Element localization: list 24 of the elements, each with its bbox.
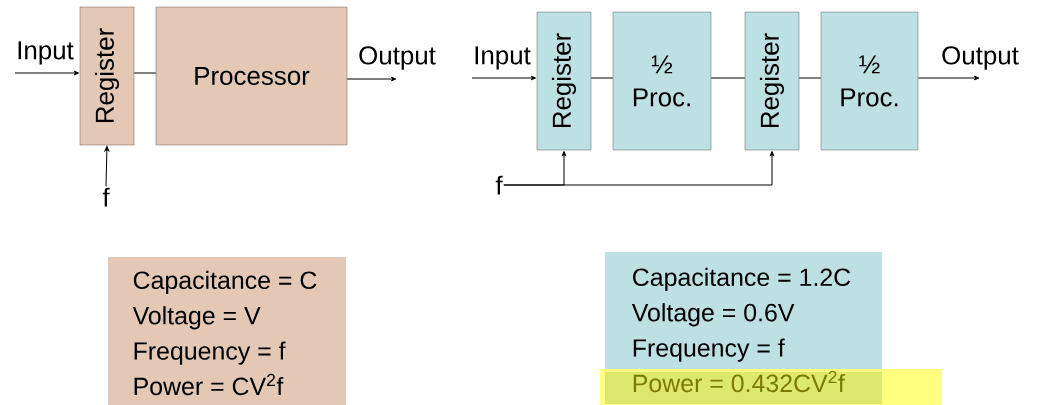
connector	[917, 75, 980, 81]
connector	[104, 145, 110, 187]
connector	[471, 75, 537, 81]
processor-box: Processor	[155, 6, 348, 146]
parameter-box: Capacitance = 1.2C Voltage = 0.6V Frequency = f Power = 0.432CV$^{2}$f	[600, 252, 942, 405]
register-box: Register	[744, 11, 800, 151]
processor-box: ½ Proc.	[612, 11, 712, 151]
connector	[710, 77, 746, 79]
signal-label: f	[495, 175, 503, 195]
parameter-box: Capacitance = C Voltage = V Frequency = f Power = CV$^{2}$f	[108, 257, 346, 405]
signal-label: Input	[475, 46, 531, 70]
connector	[14, 70, 80, 76]
register-box: Register	[536, 11, 592, 151]
signal-label: Input	[18, 41, 74, 65]
connector	[133, 72, 157, 74]
connector	[346, 76, 397, 82]
connector	[503, 150, 775, 186]
connector	[590, 77, 614, 79]
signal-label: f	[102, 187, 110, 207]
processor-box: ½ Proc.	[820, 11, 919, 151]
register-box: Register	[79, 6, 135, 146]
signal-label: Output	[359, 46, 436, 70]
connector	[798, 77, 822, 79]
signal-label: Output	[942, 46, 1019, 70]
